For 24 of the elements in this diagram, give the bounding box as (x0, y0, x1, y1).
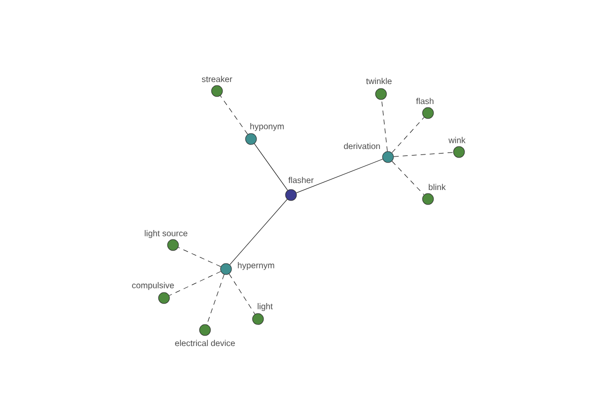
node-label: flasher (288, 176, 314, 184)
node-label: twinkle (366, 78, 392, 84)
node-label: derivation (344, 142, 380, 150)
node-label: light source (144, 230, 188, 238)
node-label: electrical device (175, 340, 235, 346)
connector-line (220, 95, 248, 135)
connector-line (394, 152, 454, 157)
connector-line (392, 117, 424, 153)
node-label: hyponym (250, 123, 284, 131)
connector-line (254, 143, 288, 191)
node-label: flash (416, 98, 434, 104)
connector-line (228, 274, 256, 314)
connector-line (392, 160, 424, 196)
node-label: light (258, 303, 273, 311)
node-label: wink (448, 136, 466, 144)
connector-line (296, 158, 383, 194)
node-label: hypernym (238, 262, 274, 270)
connector-line (178, 247, 222, 267)
node-label: compulsive (132, 282, 174, 290)
connector-line (381, 99, 388, 152)
connector-line (168, 271, 222, 296)
node-label: streaker (202, 76, 232, 82)
node-label: blink (428, 184, 446, 190)
connector-line (230, 199, 288, 265)
